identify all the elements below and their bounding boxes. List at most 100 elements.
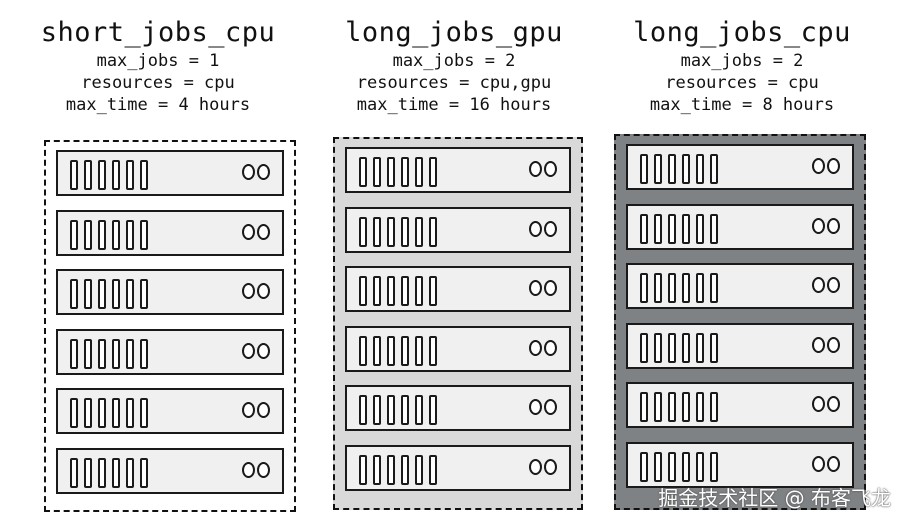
drive-slot-icon bbox=[401, 454, 409, 485]
server-icon bbox=[56, 447, 284, 494]
drive-slots bbox=[640, 213, 718, 244]
drive-slot-icon bbox=[70, 457, 78, 488]
drive-slot-icon bbox=[696, 451, 704, 482]
drive-slot-icon bbox=[359, 276, 367, 306]
drive-slot-icon bbox=[359, 157, 367, 187]
status-led-icon bbox=[812, 158, 825, 174]
status-led-icon bbox=[242, 461, 255, 478]
drive-slots bbox=[70, 279, 148, 309]
drive-slot-icon bbox=[373, 276, 381, 306]
queue-title: short_jobs_cpu bbox=[40, 17, 276, 48]
drive-slots bbox=[70, 398, 148, 428]
drive-slots bbox=[359, 454, 437, 485]
status-leds bbox=[529, 280, 557, 296]
max-jobs-label: max_jobs = 1 bbox=[96, 51, 220, 71]
drive-slot-icon bbox=[682, 451, 690, 482]
drive-slot-icon bbox=[70, 398, 78, 428]
drive-slot-icon bbox=[668, 332, 676, 363]
status-leds bbox=[242, 342, 270, 359]
drive-slot-icon bbox=[415, 276, 423, 306]
drive-slot-icon bbox=[70, 338, 78, 369]
server-icon bbox=[56, 388, 284, 434]
status-led-icon bbox=[827, 217, 840, 234]
drive-slot-icon bbox=[668, 154, 676, 184]
status-led-icon bbox=[544, 458, 557, 475]
drive-slot-icon bbox=[387, 157, 395, 187]
drive-slot-icon bbox=[140, 457, 148, 488]
drive-slot-icon bbox=[359, 216, 367, 247]
drive-slot-icon bbox=[654, 392, 662, 422]
server-icon bbox=[626, 322, 854, 369]
drive-slot-icon bbox=[640, 392, 648, 422]
drive-slot-icon bbox=[126, 279, 134, 309]
drive-slot-icon bbox=[387, 395, 395, 425]
server-icon bbox=[345, 266, 571, 312]
drive-slot-icon bbox=[112, 160, 120, 190]
status-led-icon bbox=[529, 458, 542, 475]
queue-title: long_jobs_cpu bbox=[633, 17, 851, 48]
drive-slot-icon bbox=[359, 454, 367, 485]
drive-slot-icon bbox=[373, 454, 381, 485]
status-led-icon bbox=[812, 217, 825, 234]
drive-slot-icon bbox=[373, 216, 381, 247]
drive-slot-icon bbox=[387, 454, 395, 485]
status-leds bbox=[812, 217, 840, 234]
drive-slot-icon bbox=[112, 398, 120, 428]
drive-slot-icon bbox=[112, 338, 120, 369]
drive-slot-icon bbox=[710, 392, 718, 422]
status-led-icon bbox=[827, 336, 840, 353]
status-led-icon bbox=[812, 396, 825, 412]
server-icon bbox=[345, 147, 571, 193]
drive-slot-icon bbox=[70, 219, 78, 250]
status-led-icon bbox=[242, 164, 255, 180]
drive-slot-icon bbox=[70, 279, 78, 309]
status-led-icon bbox=[529, 280, 542, 296]
status-led-icon bbox=[827, 158, 840, 174]
status-leds bbox=[529, 161, 557, 177]
drive-slot-icon bbox=[654, 154, 662, 184]
drive-slot-icon bbox=[126, 219, 134, 250]
drive-slot-icon bbox=[401, 395, 409, 425]
drive-slot-icon bbox=[654, 273, 662, 303]
drive-slot-icon bbox=[682, 213, 690, 244]
drive-slot-icon bbox=[640, 154, 648, 184]
drive-slot-icon bbox=[387, 216, 395, 247]
max-time-label: max_time = 8 hours bbox=[649, 95, 835, 115]
queue-header: long_jobs_cpu max_jobs = 2 resources = c… bbox=[612, 0, 872, 116]
drive-slot-icon bbox=[415, 335, 423, 366]
drive-slot-icon bbox=[640, 273, 648, 303]
drive-slots bbox=[359, 157, 437, 187]
drive-slots bbox=[70, 219, 148, 250]
drive-slot-icon bbox=[84, 398, 92, 428]
server-icon bbox=[56, 269, 284, 315]
drive-slot-icon bbox=[84, 279, 92, 309]
status-led-icon bbox=[827, 396, 840, 412]
status-led-icon bbox=[529, 220, 542, 237]
status-leds bbox=[812, 158, 840, 174]
drive-slots bbox=[359, 276, 437, 306]
drive-slot-icon bbox=[359, 395, 367, 425]
drive-slot-icon bbox=[654, 213, 662, 244]
status-leds bbox=[812, 396, 840, 412]
status-leds bbox=[529, 399, 557, 415]
queue-header: long_jobs_gpu max_jobs = 2 resources = c… bbox=[324, 0, 584, 116]
status-led-icon bbox=[242, 283, 255, 299]
status-leds bbox=[242, 223, 270, 240]
drive-slot-icon bbox=[126, 398, 134, 428]
status-leds bbox=[529, 220, 557, 237]
drive-slot-icon bbox=[126, 160, 134, 190]
status-led-icon bbox=[812, 336, 825, 353]
drive-slot-icon bbox=[415, 157, 423, 187]
drive-slot-icon bbox=[373, 157, 381, 187]
status-led-icon bbox=[812, 455, 825, 472]
drive-slot-icon bbox=[668, 392, 676, 422]
drive-slot-icon bbox=[682, 273, 690, 303]
drive-slot-icon bbox=[126, 338, 134, 369]
queue-long-jobs-gpu: long_jobs_gpu max_jobs = 2 resources = c… bbox=[324, 0, 584, 116]
drive-slot-icon bbox=[696, 273, 704, 303]
status-led-icon bbox=[529, 399, 542, 415]
status-led-icon bbox=[257, 223, 270, 240]
drive-slot-icon bbox=[640, 451, 648, 482]
drive-slots bbox=[640, 273, 718, 303]
drive-slot-icon bbox=[140, 398, 148, 428]
